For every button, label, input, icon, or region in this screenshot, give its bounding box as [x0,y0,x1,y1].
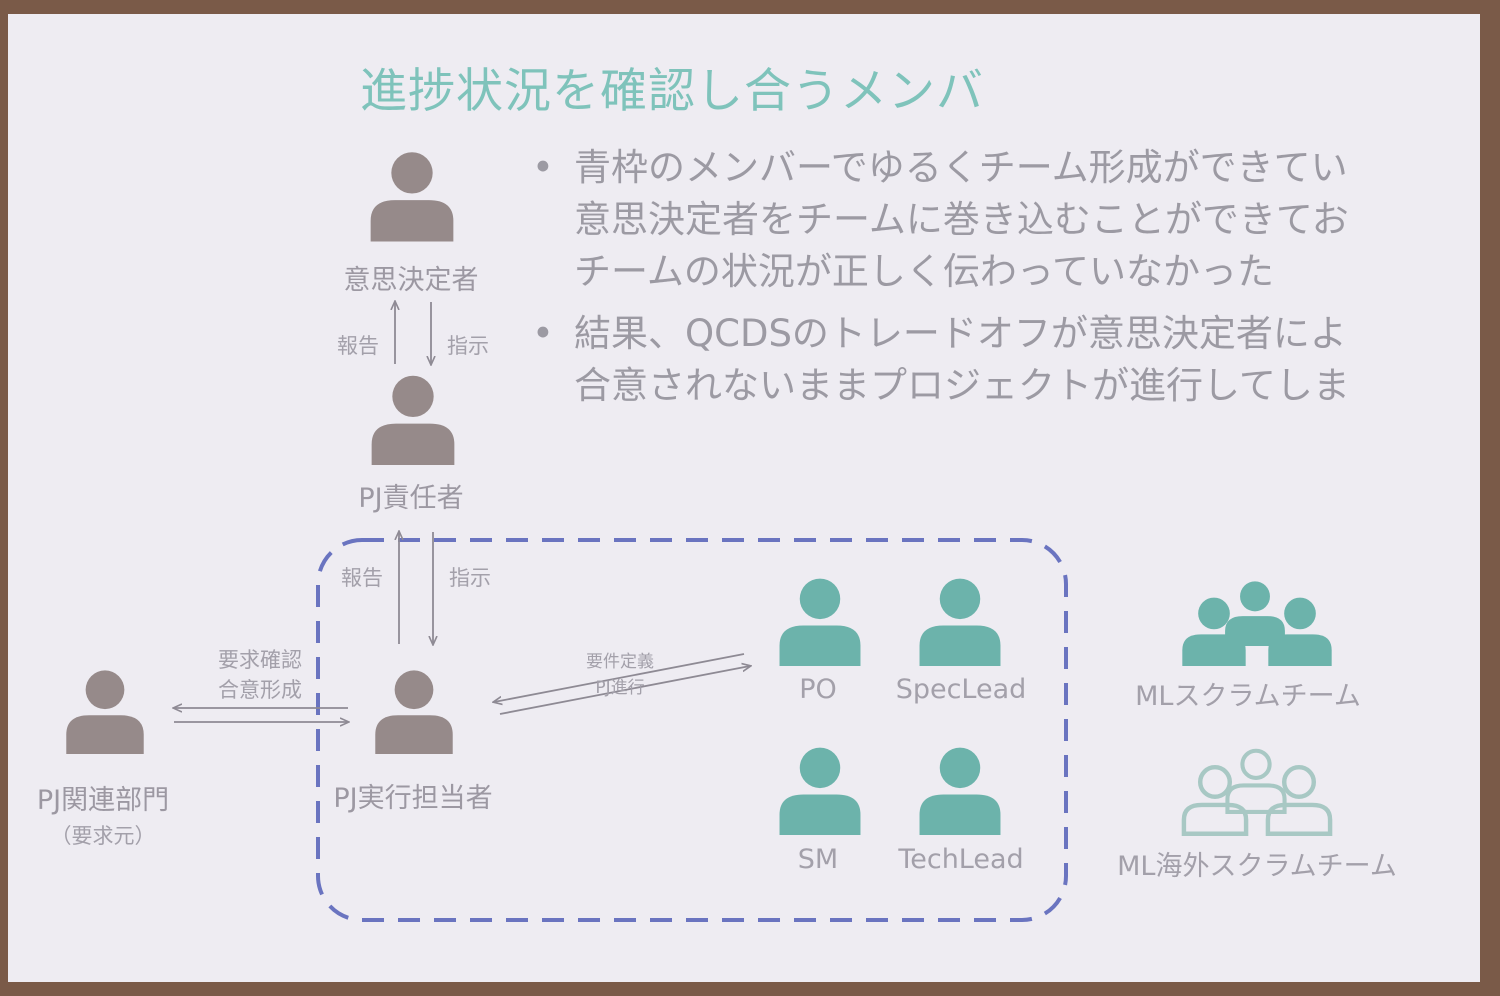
report-label-upper: 報告 [337,334,379,358]
request-confirm-label: 要求確認 [218,648,302,672]
bullet-dot: • [532,312,554,355]
sm-label: SM [797,844,839,875]
ml-scrum-team-icon [1182,581,1332,666]
slide-title: 進捗状況を確認し合うメンバ [360,64,984,119]
slide: 進捗状況を確認し合うメンバ • 青枠のメンバーでゆるくチーム形成ができてい 意思… [8,14,1480,982]
bullet-line: 意思決定者をチームに巻き込むことができてお [574,198,1349,241]
tech-lead-icon [919,747,1001,835]
bullet-line: 合意されないままプロジェクトが進行してしま [574,364,1350,407]
bullet-line: 青枠のメンバーでゆるくチーム形成ができてい [574,146,1348,189]
decision-maker-label: 意思決定者 [343,265,479,296]
pj-manager-icon [371,375,455,465]
pj-executor-label: PJ実行担当者 [333,783,493,814]
bullet-line: 結果、QCDSのトレードオフが意思決定者によ [574,312,1347,355]
spec-lead-label: SpecLead [895,674,1027,705]
spec-lead-icon [919,578,1001,666]
instruct-label-lower: 指示 [449,566,491,590]
report-label-lower: 報告 [341,566,383,590]
pj-manager-label: PJ責任者 [358,483,464,514]
pj-progress-label: PJ進行 [595,678,645,698]
bullet-item-1: • 青枠のメンバーでゆるくチーム形成ができてい 意思決定者をチームに巻き込むこと… [528,142,1480,298]
bullet-item-2: • 結果、QCDSのトレードオフが意思決定者によ 合意されないままプロジェクトが… [528,308,1480,412]
bullet-dot: • [532,146,554,189]
related-dept-icon [66,670,144,754]
org-diagram [66,152,1480,922]
bullet-line: チームの状況が正しく伝わっていなかった [574,250,1275,293]
decision-maker-icon [370,152,454,242]
consensus-label: 合意形成 [218,678,302,702]
ml-overseas-team-icon [1184,751,1330,834]
team-boundary-box [316,538,1068,922]
tech-lead-label: TechLead [898,844,1024,875]
ml-scrum-team-label: MLスクラムチーム [1135,681,1361,712]
related-dept-sub-label: （要求元） [50,824,156,848]
sm-icon [779,747,861,835]
requirement-def-label: 要件定義 [586,652,654,672]
po-label: PO [799,674,837,705]
requirement-arrow-right [499,666,750,715]
related-dept-label: PJ関連部門 [36,785,170,816]
instruct-label-upper: 指示 [447,334,489,358]
requirement-arrow-left [494,653,745,702]
po-icon [779,578,861,666]
ml-overseas-team-label: ML海外スクラムチーム [1117,851,1397,882]
bullet-list: • 青枠のメンバーでゆるくチーム形成ができてい 意思決定者をチームに巻き込むこと… [528,142,1480,422]
pj-executor-icon [375,670,453,754]
